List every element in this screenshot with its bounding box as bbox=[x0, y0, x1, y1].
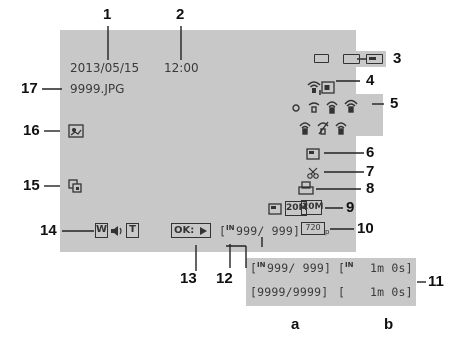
callout-1: 1 bbox=[103, 6, 112, 23]
ok-play-guide: OK: bbox=[171, 223, 211, 238]
image-size-icon-detail: 20M bbox=[301, 200, 323, 215]
detail-in-icon-b: IN bbox=[345, 261, 354, 269]
date-display: 2013/05/15 bbox=[70, 61, 140, 75]
battery-half-icon bbox=[366, 54, 383, 64]
sub-label-b: b bbox=[384, 316, 394, 333]
time-display: 12:00 bbox=[164, 61, 199, 75]
callout-15: 15 bbox=[23, 177, 40, 194]
callout-11: 11 bbox=[428, 273, 444, 290]
ok-label: OK: bbox=[174, 225, 195, 236]
wifi-status-icons bbox=[292, 99, 358, 135]
detail-frames-bracket: [ bbox=[250, 261, 258, 275]
detail-frames-large: [9999/9999] bbox=[250, 285, 329, 299]
eye-fi-icon bbox=[307, 81, 335, 94]
protect-icon bbox=[306, 148, 320, 160]
callout-7: 7 bbox=[366, 163, 375, 180]
sub-label-a: a bbox=[291, 316, 300, 333]
internal-memory-icon: IN bbox=[226, 224, 235, 232]
callout-16: 16 bbox=[23, 122, 40, 139]
detail-rec-time-small: 1m 0s] bbox=[370, 261, 413, 275]
callout-17: 17 bbox=[21, 80, 38, 97]
callout-13: 13 bbox=[180, 270, 197, 287]
wifi-variants-panel bbox=[285, 94, 383, 136]
battery-full-icon bbox=[343, 54, 360, 64]
volume-indicator: W T bbox=[95, 223, 141, 239]
print-order-icon bbox=[298, 181, 314, 195]
callout-5: 5 bbox=[390, 95, 399, 112]
file-name-display: 9999.JPG bbox=[70, 82, 125, 96]
image-size-icon: 20M bbox=[285, 201, 307, 216]
callout-12: 12 bbox=[216, 270, 233, 287]
callout-2: 2 bbox=[176, 6, 185, 23]
callout-9: 9 bbox=[346, 199, 355, 216]
d-lighting-icon bbox=[68, 179, 82, 193]
detail-time-bracket: [ bbox=[338, 261, 346, 275]
movie-mode-suffix: p bbox=[325, 228, 330, 236]
frame-counter: 999/ 999] bbox=[236, 224, 301, 238]
callout-4: 4 bbox=[366, 72, 375, 89]
detail-time-large-bracket: [ bbox=[338, 285, 346, 299]
zoom-t-icon: T bbox=[126, 223, 139, 238]
detail-frames-small: 999/ 999] bbox=[267, 261, 332, 275]
battery-icon bbox=[314, 54, 329, 63]
play-icon bbox=[200, 227, 207, 235]
protect-small-icon bbox=[268, 203, 282, 215]
movie-mode-icon: 720 bbox=[301, 222, 325, 235]
frame-counter-bracket: [ bbox=[219, 224, 227, 238]
detail-in-icon-a: IN bbox=[257, 261, 266, 269]
detail-rec-time-large: 1m 0s] bbox=[370, 285, 413, 299]
zoom-w-icon: W bbox=[95, 223, 108, 238]
callout-10: 10 bbox=[357, 220, 374, 237]
callout-14: 14 bbox=[40, 222, 57, 239]
frame-count-detail-panel bbox=[246, 258, 416, 306]
image-quality-icon bbox=[68, 124, 84, 138]
callout-8: 8 bbox=[366, 180, 375, 197]
movie-mode-panel bbox=[298, 220, 330, 238]
speaker-icon bbox=[111, 226, 122, 236]
callout-6: 6 bbox=[366, 144, 375, 161]
callout-3: 3 bbox=[393, 50, 402, 67]
edit-scissors-icon bbox=[307, 167, 319, 179]
